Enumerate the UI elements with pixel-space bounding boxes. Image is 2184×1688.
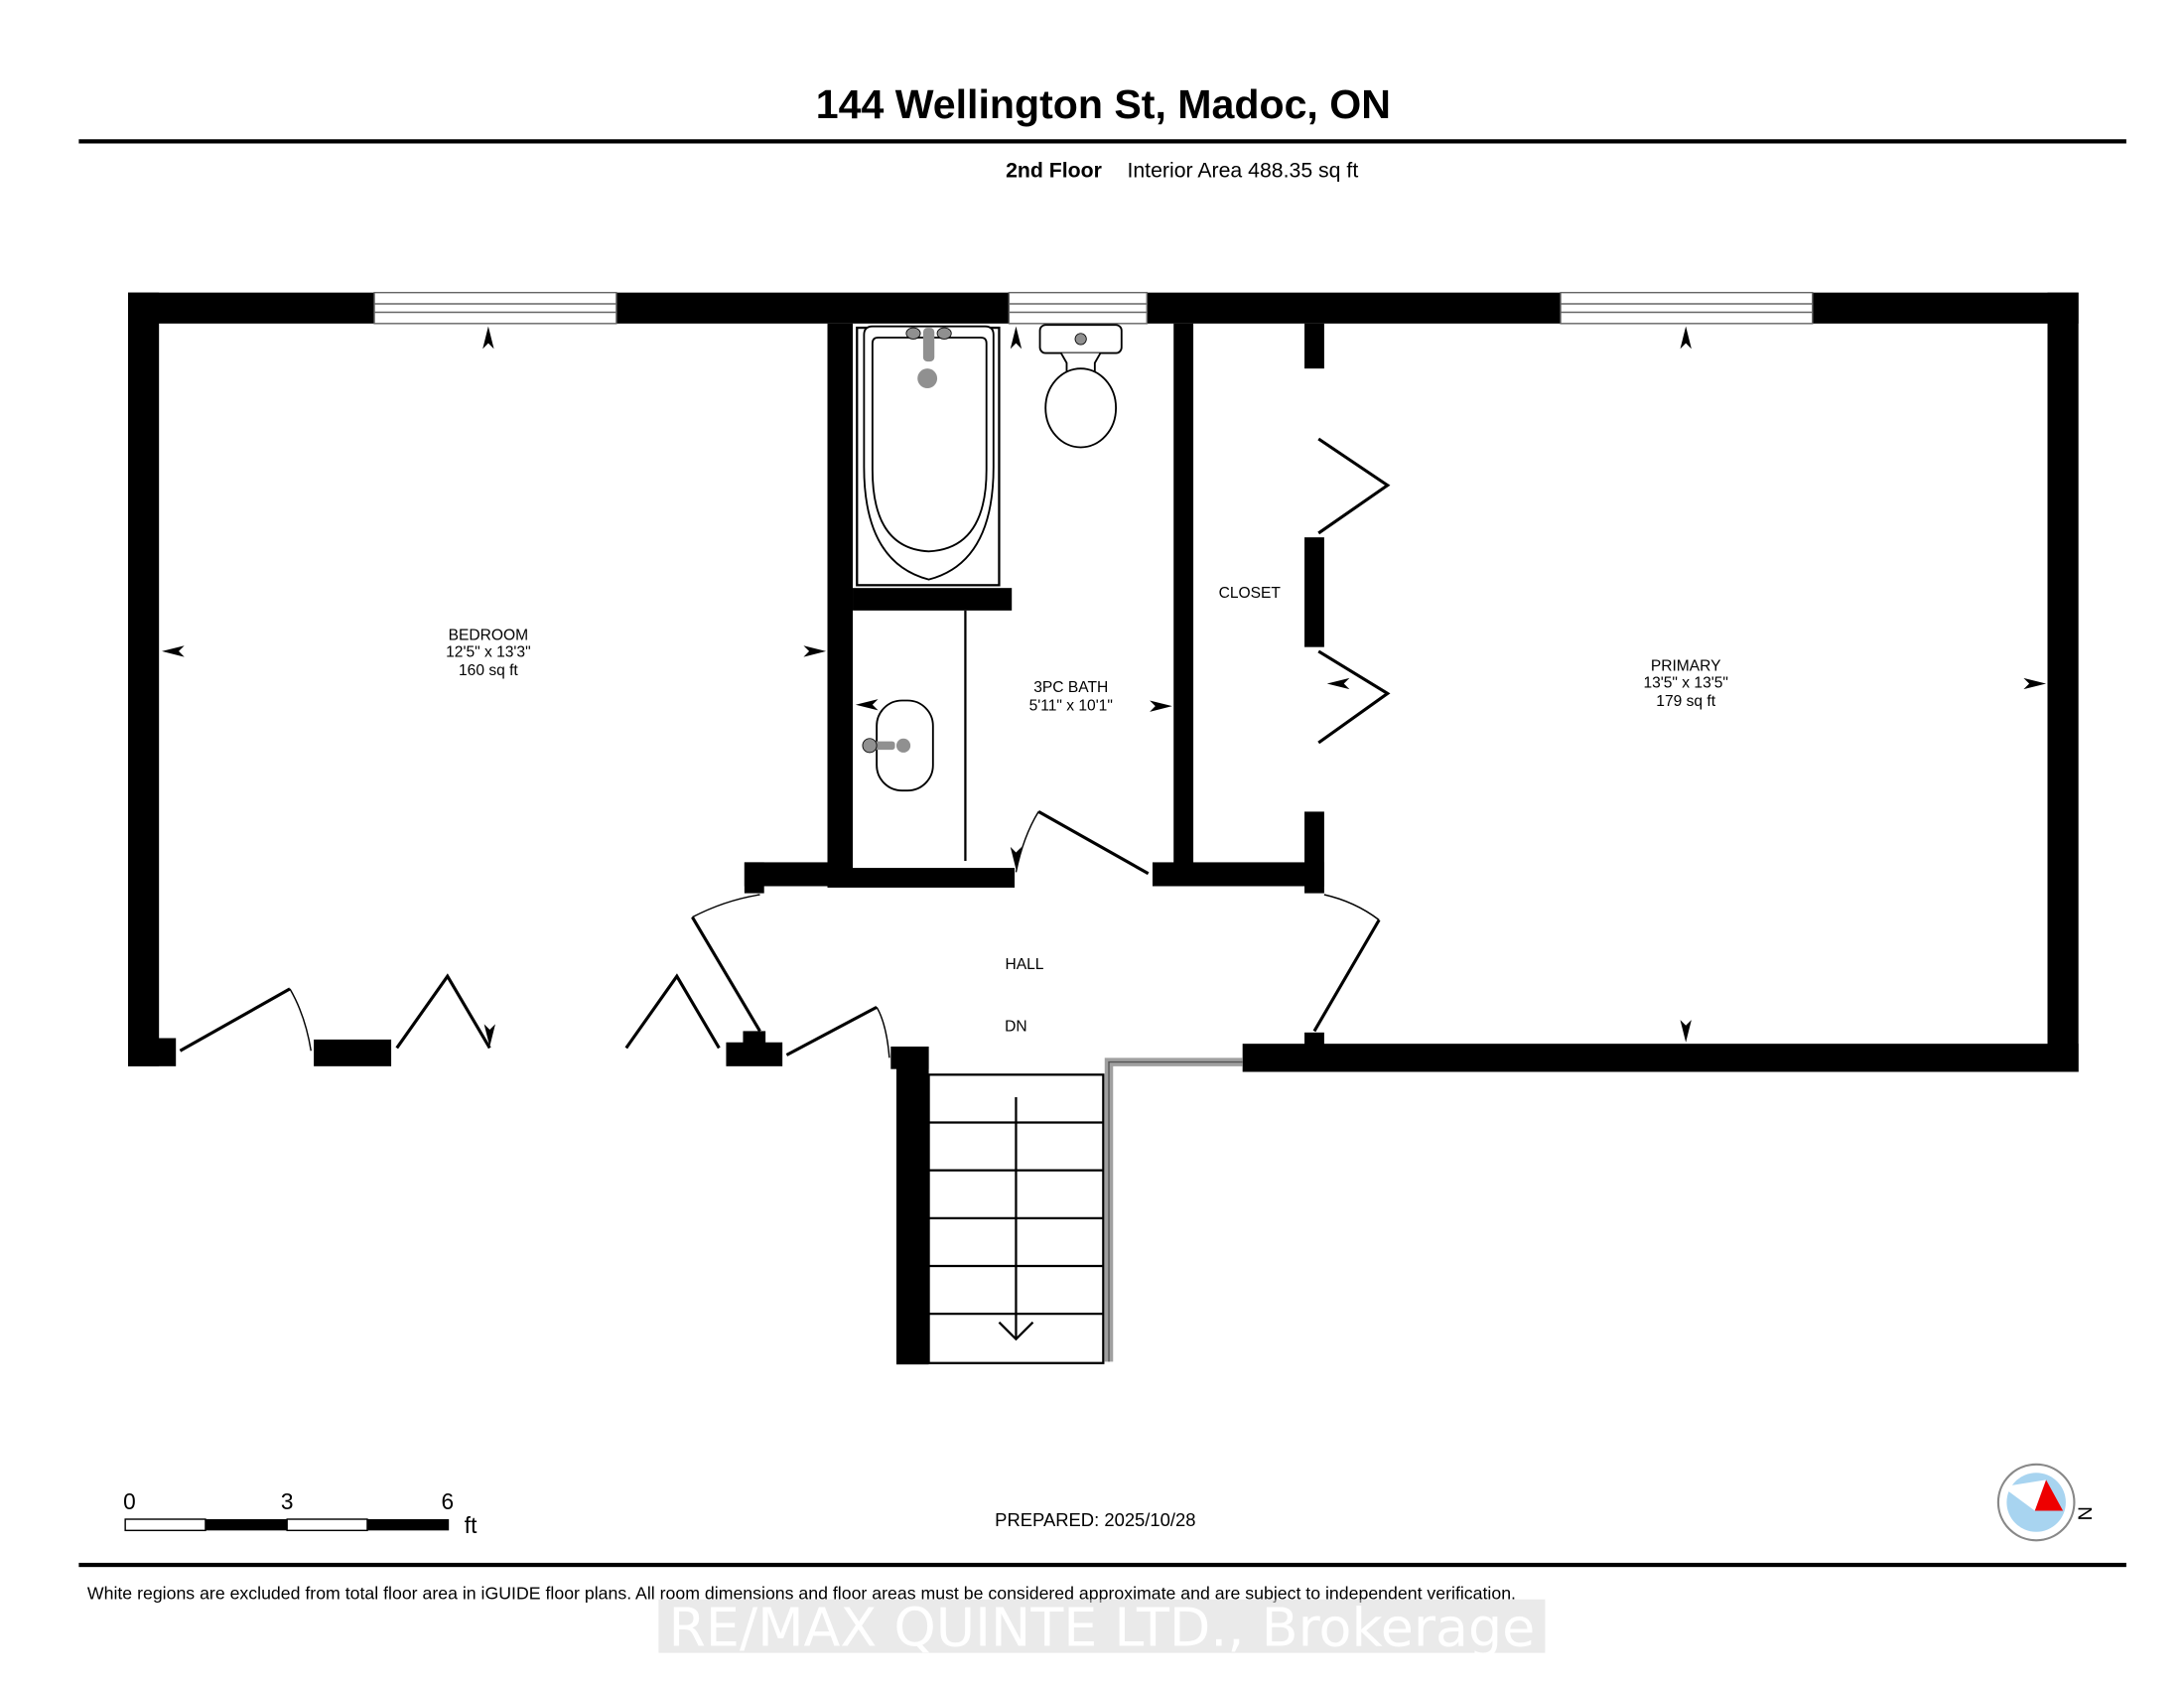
compass-icon: N: [1996, 1463, 2096, 1542]
arrow-right-icon: [1150, 700, 1172, 712]
bifold-door-bedroom-1: [395, 973, 491, 1050]
walls: [127, 292, 2079, 1365]
svg-text:6: 6: [441, 1488, 454, 1514]
svg-text:13'5" x 13'5": 13'5" x 13'5": [1643, 675, 1727, 692]
watermark: RE/MAX QUINTE LTD., Brokerage: [669, 1597, 1536, 1659]
room-label-closet: CLOSET: [1219, 585, 1282, 602]
disclaimer: White regions are excluded from total fl…: [87, 1584, 1516, 1604]
svg-text:0: 0: [123, 1488, 136, 1514]
arrow-left-icon: [855, 699, 879, 711]
svg-text:ft: ft: [465, 1512, 478, 1538]
arrow-up-icon: [1010, 326, 1023, 350]
stairs: [927, 1073, 1105, 1364]
arrow-left-icon: [1326, 677, 1350, 690]
windows: [373, 291, 1814, 325]
arrow-down-icon: [1680, 1020, 1692, 1043]
floor-name: 2nd Floor: [1006, 159, 1102, 183]
arrow-right-icon: [803, 645, 827, 657]
svg-text:12'5" x 13'3": 12'5" x 13'3": [446, 644, 530, 661]
watermark-backdrop: [658, 1599, 1546, 1653]
room-label-hall: HALL: [1005, 956, 1043, 973]
window-primary: [1560, 291, 1814, 325]
svg-text:PRIMARY: PRIMARY: [1651, 658, 1721, 675]
bathtub-icon: [856, 325, 1001, 587]
svg-text:N: N: [2074, 1506, 2096, 1520]
room-label-bath: 3PC BATH 5'11" x 10'1": [1029, 679, 1113, 714]
dimension-arrows: [162, 326, 2047, 1047]
svg-text:5'11" x 10'1": 5'11" x 10'1": [1029, 697, 1113, 714]
door-primary: [1312, 894, 1381, 1033]
arrow-down-icon: [1010, 846, 1023, 870]
room-label-primary: PRIMARY 13'5" x 13'5" 179 sq ft: [1643, 658, 1727, 710]
room-label-bedroom: BEDROOM 12'5" x 13'3" 160 sq ft: [446, 628, 530, 679]
arrow-up-icon: [1680, 326, 1692, 350]
page-title: 144 Wellington St, Madoc, ON: [816, 81, 1391, 127]
svg-text:179 sq ft: 179 sq ft: [1656, 693, 1715, 710]
arrow-right-icon: [2023, 677, 2047, 690]
doors: [179, 437, 1391, 1058]
arrow-down-icon: [483, 1024, 495, 1047]
sink-icon: [862, 610, 967, 861]
svg-text:3: 3: [281, 1488, 294, 1514]
bifold-door-closet-1: [1317, 437, 1391, 535]
svg-text:BEDROOM: BEDROOM: [449, 628, 529, 644]
stairs-label: DN: [1005, 1018, 1027, 1035]
scale-bar: 0 3 6 ft: [123, 1488, 478, 1538]
arrow-up-icon: [482, 326, 494, 350]
arrow-left-icon: [162, 645, 185, 657]
prepared-date: PREPARED: 2025/10/28: [995, 1509, 1195, 1530]
bifold-door-closet-2: [1317, 649, 1391, 745]
door-bath: [1015, 810, 1150, 876]
window-bath: [1008, 291, 1148, 325]
header-rule: [78, 139, 2126, 144]
bifold-door-bedroom-2: [624, 973, 721, 1050]
svg-text:3PC BATH: 3PC BATH: [1033, 679, 1108, 696]
interior-area: Interior Area 488.35 sq ft: [1127, 159, 1358, 183]
window-bedroom: [373, 291, 617, 325]
half-wall-railing: [1104, 1057, 1243, 1362]
toilet-icon: [1038, 324, 1123, 449]
footer-rule: [78, 1562, 2126, 1568]
door-hall-linen: [785, 1005, 890, 1058]
svg-text:160 sq ft: 160 sq ft: [459, 662, 518, 679]
door-bedroom-entry: [691, 894, 761, 1033]
door-bedroom-closet-left: [179, 987, 312, 1053]
